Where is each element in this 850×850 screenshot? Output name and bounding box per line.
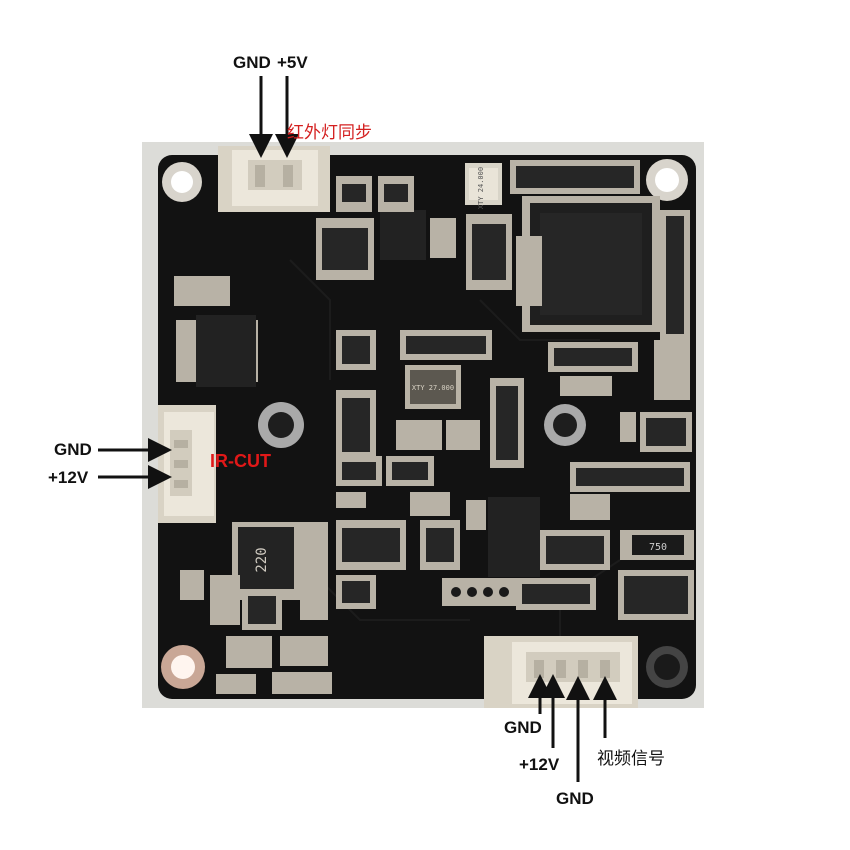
bottom-pin-gnd2-label: GND (556, 789, 594, 808)
inductor-marking: 220 (254, 547, 270, 572)
left-connector-3pin (158, 405, 216, 523)
smd-component-bodies (248, 166, 688, 624)
crystal-top-marking: XTY 24.000 (477, 167, 485, 209)
pin-arrows (98, 76, 617, 782)
top-pin-gnd-label: GND (233, 53, 271, 72)
left-pin-gnd-label: GND (54, 440, 92, 459)
bottom-connector-4pin (484, 636, 638, 708)
inductor-220: 220 (232, 522, 328, 600)
soic-chip-top (380, 210, 426, 260)
mounting-holes (161, 159, 688, 689)
resistor-750: 750 (620, 530, 694, 560)
main-soc-chip (522, 196, 660, 332)
soic-chip-left (176, 315, 258, 387)
bottom-pin-gnd-label: GND (504, 718, 542, 737)
top-connector-2pin (218, 146, 330, 212)
top-pin-5v-label: +5V (277, 53, 308, 72)
crystal-oscillator-mid: XTY 27.000 (405, 365, 461, 409)
crystal-mid-marking: XTY 27.000 (412, 384, 454, 392)
infrared-sync-label: 红外灯同步 (287, 123, 372, 143)
soic-chip-center (488, 497, 540, 577)
ir-cut-label: IR-CUT (210, 451, 271, 471)
video-signal-label: 视频信号 (597, 749, 665, 769)
resistor-marking: 750 (649, 542, 667, 553)
bottom-pin-12v-label: +12V (519, 755, 560, 774)
crystal-oscillator-top: XTY 24.000 (465, 163, 502, 209)
left-pin-12v-label: +12V (48, 468, 89, 487)
